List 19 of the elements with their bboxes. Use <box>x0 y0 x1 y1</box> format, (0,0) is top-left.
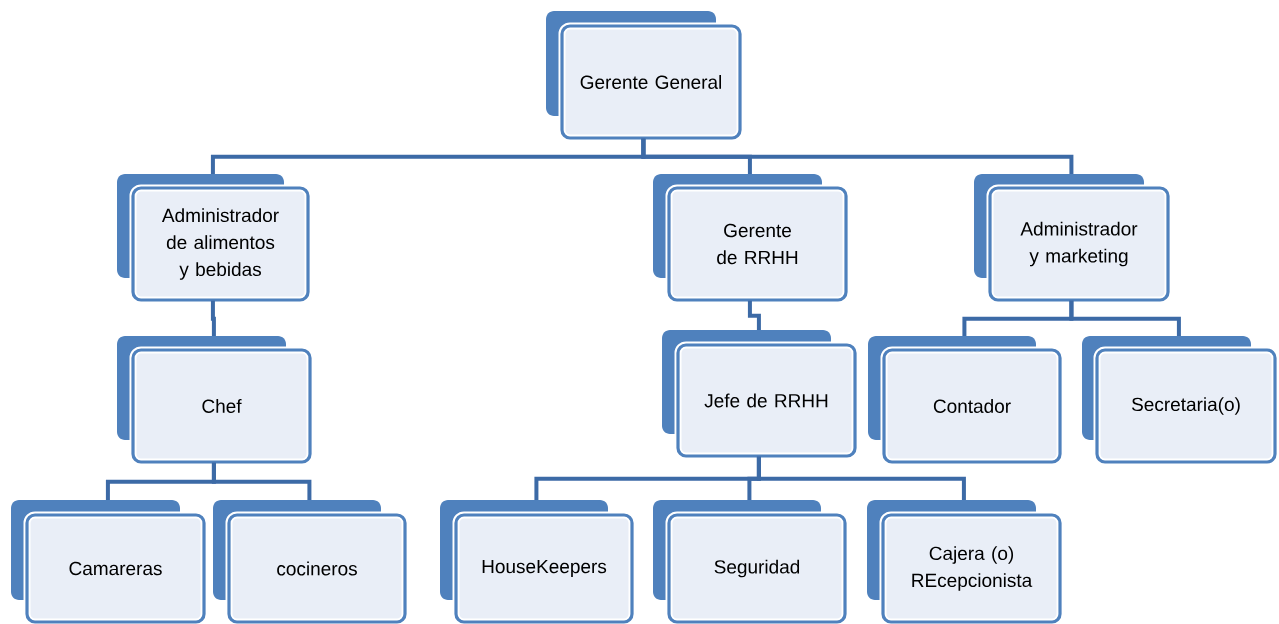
org-box: Cajera (o) REcepcionista <box>867 500 1064 624</box>
org-box: Gerente General <box>546 11 744 142</box>
connector-line <box>756 456 966 500</box>
connector-line <box>211 462 312 500</box>
org-box: HouseKeepers <box>440 500 636 624</box>
org-box: Chef <box>117 336 314 466</box>
connector-line <box>747 300 761 330</box>
org-box: Secretaria(o) <box>1082 336 1279 466</box>
org-box: Gerente de RRHH <box>653 174 850 304</box>
org-box: cocineros <box>213 500 409 624</box>
org-box: Jefe de RRHH <box>662 330 859 460</box>
org-box: Administrador y marketing <box>974 174 1172 304</box>
connector-line <box>641 138 1074 174</box>
connector-line <box>1069 300 1181 336</box>
org-box: Administrador de alimentos y bebidas <box>117 174 312 304</box>
org-box: Seguridad <box>653 500 849 624</box>
org-box: Camareras <box>11 500 208 624</box>
connector-line <box>210 300 216 336</box>
org-box: Contador <box>868 336 1064 466</box>
